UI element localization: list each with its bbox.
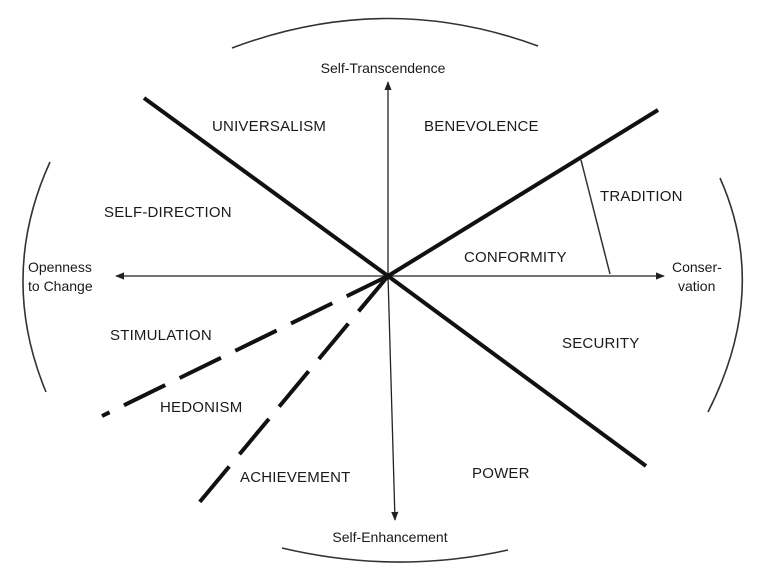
label-universalism: UNIVERSALISM (212, 118, 326, 135)
divider-hedonism-achievement (196, 274, 390, 506)
divider-security-power (386, 274, 648, 468)
divider-stimulation-hedonism (101, 274, 389, 418)
label-conformity: CONFORMITY (464, 249, 567, 266)
left-arc (22, 161, 51, 393)
label-benevolence: BENEVOLENCE (424, 118, 539, 135)
divider-benevolence-conformity (386, 108, 660, 278)
label-security: SECURITY (562, 335, 639, 352)
right-arc (707, 177, 744, 413)
label-tradition: TRADITION (600, 188, 683, 205)
bottom-arc (281, 547, 509, 563)
divider-universalism-selfdirection (142, 96, 390, 278)
axis-label-bottom: Self-Enhancement (332, 529, 447, 545)
label-stimulation: STIMULATION (110, 327, 212, 344)
label-self-direction: SELF-DIRECTION (104, 204, 232, 221)
label-achievement: ACHIEVEMENT (240, 469, 351, 486)
vertical-axis-down (387, 275, 399, 521)
axis-label-right-line2: vation (678, 278, 715, 294)
label-hedonism: HEDONISM (160, 399, 242, 416)
axis-label-top: Self-Transcendence (321, 60, 446, 76)
axis-label-left-line1: Openness (28, 259, 92, 275)
top-arc (231, 17, 539, 49)
axis-label-left-line2: to Change (28, 278, 93, 294)
axis-label-right-line1: Conser- (672, 259, 722, 275)
tradition-separator (580, 159, 611, 275)
label-power: POWER (472, 465, 530, 482)
